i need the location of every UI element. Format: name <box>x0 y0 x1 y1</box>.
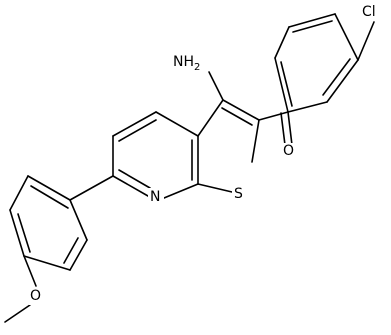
bond <box>280 112 286 146</box>
bond <box>30 185 69 209</box>
bond <box>258 111 289 121</box>
amine-main-text: NH <box>173 54 194 70</box>
bond <box>27 175 71 201</box>
label-mask <box>232 186 246 202</box>
carbonyl-oxygen-label: O <box>283 143 294 159</box>
bond <box>287 101 328 113</box>
bond <box>69 175 114 201</box>
bond <box>280 61 293 107</box>
bond <box>326 59 359 103</box>
bond <box>274 26 290 59</box>
bond <box>274 57 289 113</box>
label-mask <box>29 287 44 305</box>
ether-oxygen-label: O <box>30 288 41 304</box>
amine-group: NH2 <box>172 54 204 73</box>
chlorine-atom: Cl <box>360 4 382 20</box>
thiophene-sulfur-atom: S <box>232 186 246 202</box>
chlorine-label: Cl <box>362 4 376 20</box>
bond <box>334 13 359 61</box>
bond <box>118 169 151 189</box>
bond <box>197 183 233 193</box>
label-mask <box>148 188 164 206</box>
bond <box>292 20 333 33</box>
amine-label: NH2 <box>173 54 200 73</box>
bond <box>357 21 375 61</box>
amine-subscript-text: 2 <box>194 62 200 73</box>
bond <box>118 119 157 142</box>
bond <box>17 213 31 253</box>
bond <box>197 99 224 137</box>
bond <box>221 107 253 126</box>
bond <box>23 255 71 271</box>
atom-labels: NH2 Cl O S N O <box>29 4 382 305</box>
bond <box>112 175 149 197</box>
bonds <box>4 13 375 323</box>
bond <box>288 13 336 28</box>
thiophene-sulfur-label: S <box>234 186 243 202</box>
pyridine-nitrogen-atom: N <box>148 188 164 206</box>
bond <box>222 99 260 121</box>
pyridine-nitrogen-label: N <box>150 189 160 205</box>
bond <box>112 111 157 137</box>
bond <box>163 183 199 199</box>
bond <box>69 199 88 241</box>
bond <box>9 209 25 257</box>
bond <box>208 71 224 101</box>
bond <box>287 111 293 146</box>
label-mask <box>281 143 295 159</box>
label-mask <box>360 4 382 20</box>
bond <box>4 304 31 323</box>
bond <box>322 58 351 96</box>
bond <box>9 175 29 211</box>
ether-oxygen-atom: O <box>29 287 44 305</box>
bond <box>155 111 199 137</box>
bond <box>69 239 88 271</box>
bond <box>23 255 37 287</box>
carbonyl-oxygen-atom: O <box>281 143 295 159</box>
bond <box>251 119 260 163</box>
label-mask <box>172 54 204 72</box>
bond <box>63 237 79 264</box>
